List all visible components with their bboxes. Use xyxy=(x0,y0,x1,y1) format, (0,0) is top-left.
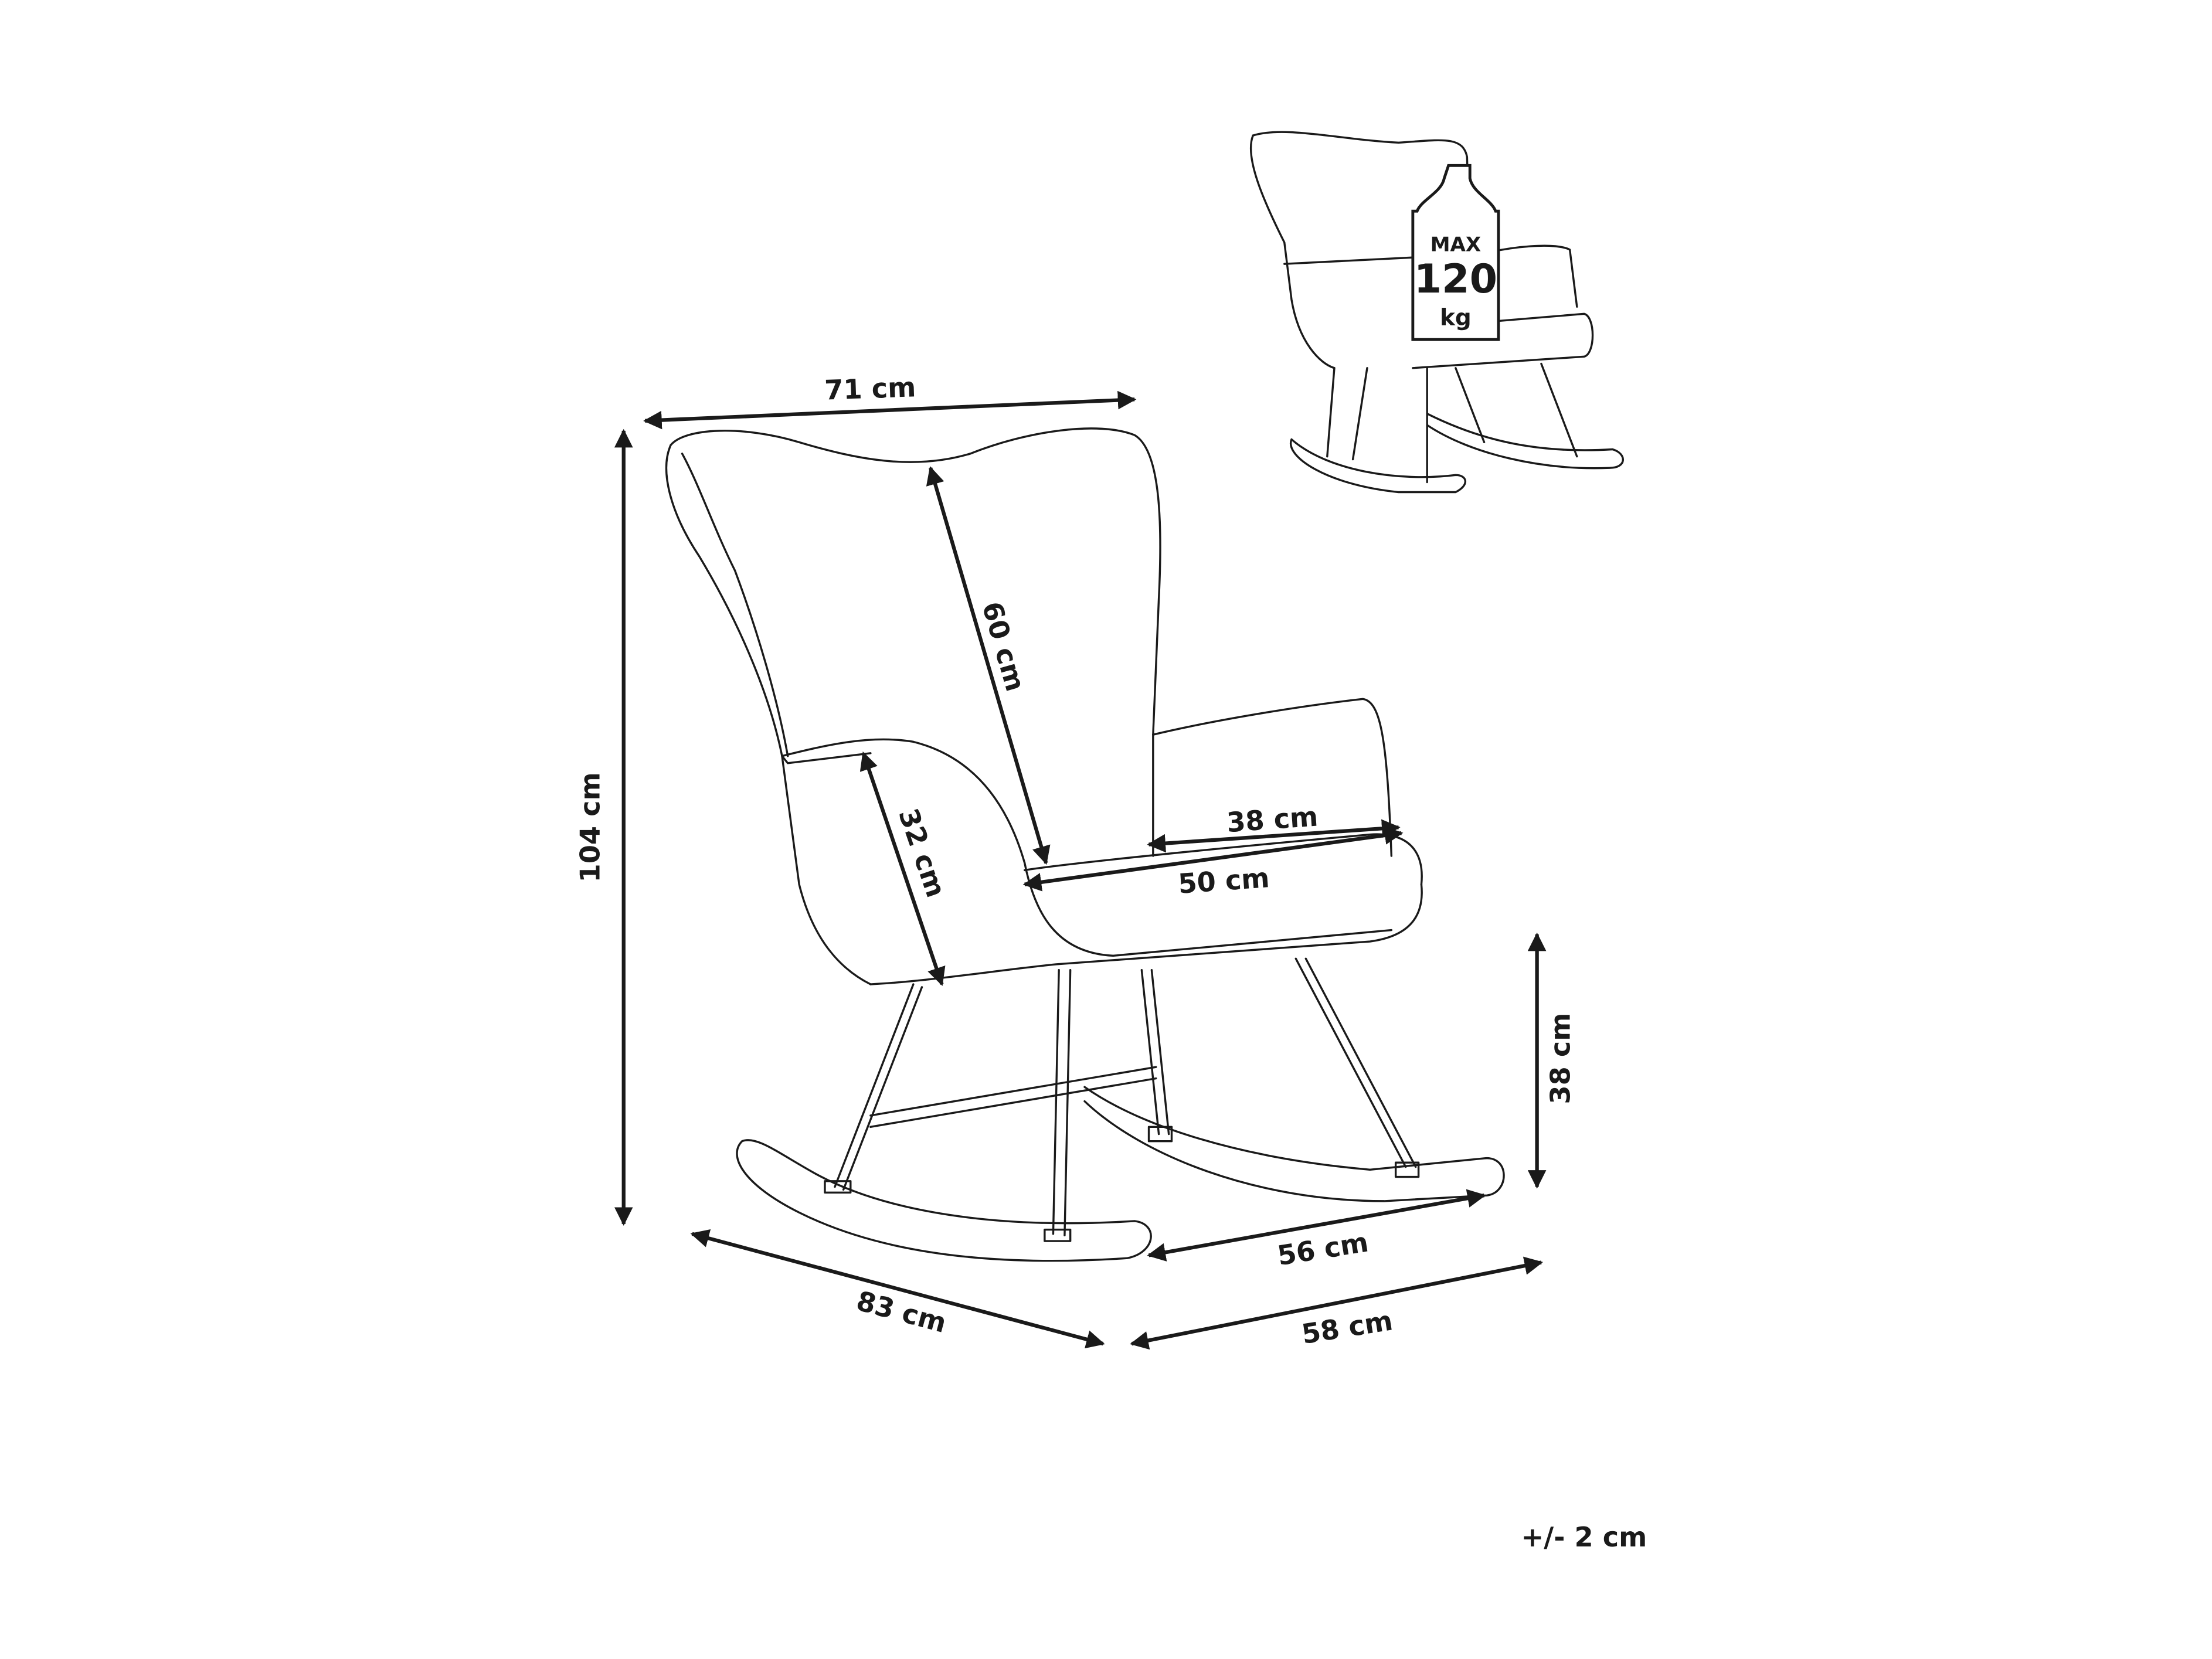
height-label: 104 cm xyxy=(574,772,606,882)
depth-label: 83 cm xyxy=(853,1285,950,1340)
max-label: MAX xyxy=(1431,233,1482,256)
dim-rocker-arrow xyxy=(1147,1189,1486,1262)
dim-base-arrow xyxy=(1130,1256,1544,1350)
side-height-label: 32 cm xyxy=(892,804,952,901)
weight-value: 120 xyxy=(1414,256,1497,302)
seat-depth-label: 38 cm xyxy=(1225,800,1319,838)
dim-width-arrow xyxy=(643,390,1137,430)
dim-seat-width-arrow xyxy=(1022,826,1404,892)
base-width-label: 58 cm xyxy=(1300,1304,1395,1350)
dimension-lines xyxy=(614,390,1547,1350)
chair-drawing xyxy=(665,427,1505,1262)
weight-unit: kg xyxy=(1440,305,1472,331)
rocker-width-label: 56 cm xyxy=(1275,1226,1371,1272)
weight-limit-icon: MAX 120 kg xyxy=(1411,164,1500,341)
seat-height-label: 38 cm xyxy=(1545,1013,1576,1104)
width-label: 71 cm xyxy=(824,371,916,406)
chair-thumbnail: MAX 120 kg xyxy=(1249,131,1624,494)
tolerance-label: +/- 2 cm xyxy=(1521,1521,1647,1553)
dim-backrest-arrow xyxy=(926,466,1051,865)
dim-depth-arrow xyxy=(690,1229,1105,1349)
seat-width-label: 50 cm xyxy=(1177,862,1270,900)
dim-side-arrow xyxy=(859,751,946,987)
